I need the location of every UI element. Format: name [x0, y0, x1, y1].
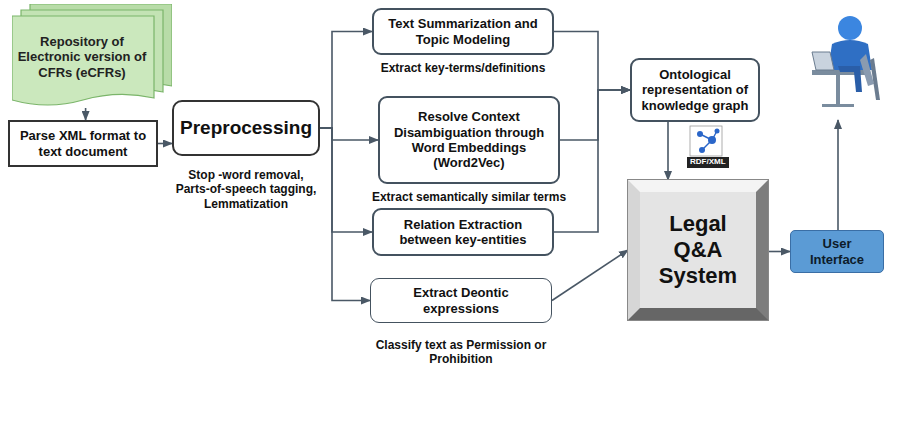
- connector: [320, 128, 372, 232]
- node-title: Legal Q&A System: [644, 211, 752, 289]
- user-icon: [812, 16, 880, 107]
- node-title: Preprocessing: [180, 117, 312, 139]
- document-stack: Repository of Electronic version of CFRs…: [12, 4, 172, 108]
- connector: [560, 90, 630, 140]
- system-block: Legal Q&A System: [628, 180, 768, 320]
- connector: [85, 108, 87, 120]
- ontology-box: Ontological representation of knowledge …: [630, 58, 760, 122]
- node-note: Extract key-terms/definitions: [381, 61, 546, 75]
- connector: [320, 128, 370, 301]
- node-title: User Interface: [797, 236, 877, 267]
- process-box: Resolve Context Disambiguation through W…: [378, 96, 560, 184]
- arrow-line: [837, 120, 839, 230]
- connector: [320, 128, 378, 140]
- rdf-icon: [690, 126, 722, 156]
- connector: [158, 143, 172, 145]
- process-box: Relation Extraction between key-entities: [372, 208, 554, 256]
- connector: [554, 90, 630, 232]
- process-box: PreprocessingStop -word removal, Parts-o…: [172, 100, 320, 156]
- process-box: Parse XML format to text document: [8, 120, 158, 167]
- node-title: Text Summarization and Topic Modeling: [382, 16, 544, 47]
- node-title: Ontological representation of knowledge …: [640, 67, 750, 113]
- process-box: Text Summarization and Topic ModelingExt…: [372, 8, 554, 55]
- connector: [554, 32, 630, 91]
- interface-box: User Interface: [790, 230, 884, 273]
- node-title: Parse XML format to text document: [16, 128, 150, 159]
- node-title: Repository of Electronic version of CFRs…: [16, 34, 148, 80]
- format-badge: RDF/XML: [687, 157, 729, 168]
- connector: [552, 250, 628, 301]
- node-title: Resolve Context Disambiguation through W…: [388, 109, 550, 170]
- connector: [320, 32, 372, 129]
- node-note: Stop -word removal, Parts-of-speech tagg…: [170, 168, 322, 211]
- node-note: Classify text as Permission or Prohibiti…: [343, 338, 579, 367]
- node-title: Relation Extraction between key-entities: [382, 217, 544, 248]
- process-box: Extract Deontic expressionsClassify text…: [370, 278, 552, 323]
- node-note: Extract semantically similar terms: [372, 190, 566, 204]
- node-title: Extract Deontic expressions: [379, 285, 543, 316]
- connector: [667, 122, 669, 180]
- connector: [768, 251, 790, 253]
